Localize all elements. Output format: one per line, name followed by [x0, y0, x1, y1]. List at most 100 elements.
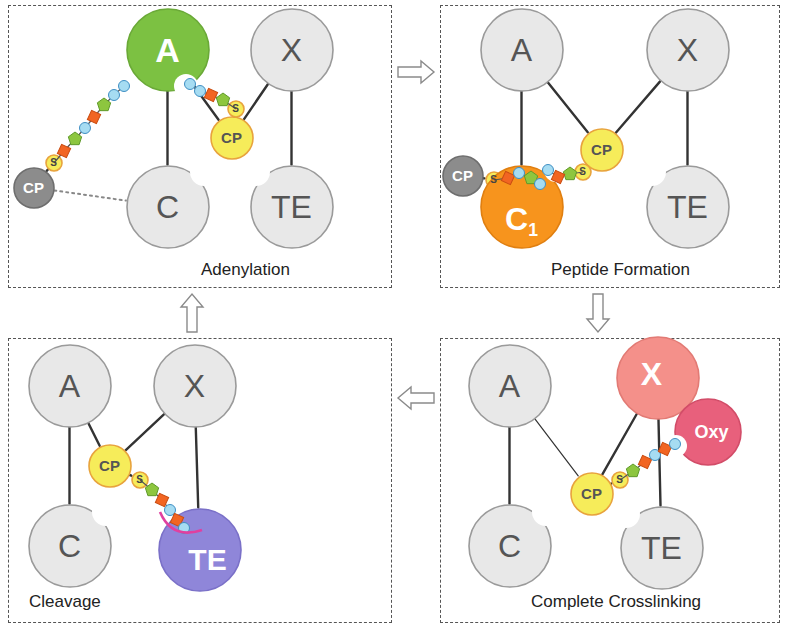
domain-letter: C — [156, 189, 179, 225]
label-wrap: X — [677, 34, 698, 66]
domain-letter: CP — [221, 129, 242, 146]
label-wrap: S — [136, 475, 143, 485]
label-wrap: CP — [581, 486, 602, 501]
domain-link — [686, 92, 688, 165]
domain-circle: X — [153, 344, 237, 428]
stage-title: Cleavage — [29, 592, 101, 612]
label-wrap: CP — [591, 142, 612, 157]
stage-title: Complete Crosslinking — [531, 592, 701, 612]
label-wrap: X — [184, 370, 205, 402]
domain-letter: CP — [99, 457, 120, 474]
domain-link — [196, 427, 198, 507]
thiol-label: S — [232, 103, 239, 114]
step-arrow — [398, 61, 434, 83]
domain-circle: C — [126, 165, 210, 249]
stage-panel: Cleavage A X CP S C TE — [8, 338, 392, 623]
domain-link — [129, 474, 131, 477]
domain-link — [54, 190, 126, 200]
domain-link — [126, 414, 164, 450]
domain-letter: A — [511, 32, 532, 68]
domain-link — [548, 82, 588, 132]
label-wrap: CP — [23, 180, 44, 195]
label-wrap: C — [58, 530, 81, 562]
thiol-label: S — [616, 474, 623, 485]
label-wrap: TE — [641, 532, 682, 564]
label-wrap: A — [499, 370, 520, 402]
domain-link — [602, 414, 636, 474]
domain-link — [88, 423, 99, 446]
label-wrap: C1 — [505, 203, 538, 235]
carrier-protein: CP — [442, 155, 484, 197]
thiol-label: S — [136, 474, 143, 485]
label-wrap: X — [641, 358, 662, 390]
domain-letter: CP — [23, 179, 44, 196]
domain-link — [508, 428, 510, 504]
thiol-label: S — [579, 166, 586, 177]
domain-circle: C — [468, 504, 552, 588]
step-arrow — [587, 294, 609, 332]
label-wrap: S — [616, 475, 623, 485]
domain-link — [616, 81, 660, 132]
label-wrap: S — [232, 104, 239, 114]
domain-link — [192, 83, 218, 119]
stage-title: Adenylation — [201, 260, 290, 280]
domain-circle: TE — [158, 508, 242, 592]
domain-circle: TE — [250, 165, 334, 249]
step-arrow — [181, 294, 203, 332]
label-wrap: C — [498, 530, 521, 562]
domain-link — [483, 177, 484, 180]
thiol-group: S — [574, 163, 592, 181]
substrate-chain — [140, 480, 190, 534]
cleavage-arc — [160, 512, 202, 533]
thiol-group: S — [131, 471, 149, 489]
thiol-label: S — [50, 157, 57, 168]
thiol-group: S — [45, 154, 63, 172]
domain-letter: C — [498, 528, 521, 564]
label-wrap: S — [490, 175, 497, 185]
domain-letter: TE — [188, 543, 226, 576]
domain-letter: X — [641, 356, 662, 392]
label-wrap: CP — [221, 130, 242, 145]
carrier-protein: CP — [570, 472, 614, 516]
label-wrap: S — [50, 158, 57, 168]
step-arrow — [398, 387, 434, 409]
label-wrap: A — [511, 34, 532, 66]
domain-link — [520, 92, 522, 165]
domain-letter: TE — [271, 189, 312, 225]
stage-panel: Peptide FormationAXCPSCPSC1TE — [440, 5, 780, 288]
domain-link — [166, 92, 168, 165]
domain-link — [658, 419, 660, 505]
domain-circle: Oxy — [674, 398, 742, 466]
domain-circle: A — [480, 8, 564, 92]
domain-circle: A — [468, 344, 552, 428]
stage-panel: Complete Crosslinking A X OxyCP S C TE — [440, 338, 780, 623]
label-wrap: C — [156, 191, 179, 223]
domain-link — [68, 428, 70, 504]
substrate-chain — [54, 81, 130, 164]
domain-letter: TE — [641, 530, 682, 566]
domain-letter: TE — [667, 189, 708, 225]
domain-circle: A — [28, 344, 112, 428]
label-wrap: Oxy — [694, 423, 728, 441]
domain-link — [244, 84, 268, 119]
domain-circle: TE — [646, 165, 730, 249]
label-wrap: A — [155, 33, 180, 67]
label-wrap: A — [59, 370, 80, 402]
domain-letter: C — [505, 201, 528, 237]
label-wrap: TE — [188, 545, 226, 575]
label-wrap: S — [579, 167, 586, 177]
domain-letter: CP — [452, 167, 473, 184]
domain-circle: A — [126, 8, 210, 92]
label-wrap: TE — [271, 191, 312, 223]
domain-circle: C — [28, 504, 112, 588]
label-wrap: CP — [452, 168, 473, 183]
domain-link — [47, 170, 48, 172]
domain-letter: X — [677, 32, 698, 68]
thiol-group: S — [227, 100, 245, 118]
domain-letter: Oxy — [694, 422, 728, 442]
domain-letter: CP — [591, 141, 612, 158]
domain-circle: TE — [620, 506, 704, 590]
domain-link — [290, 92, 292, 165]
domain-circle: X — [646, 8, 730, 92]
